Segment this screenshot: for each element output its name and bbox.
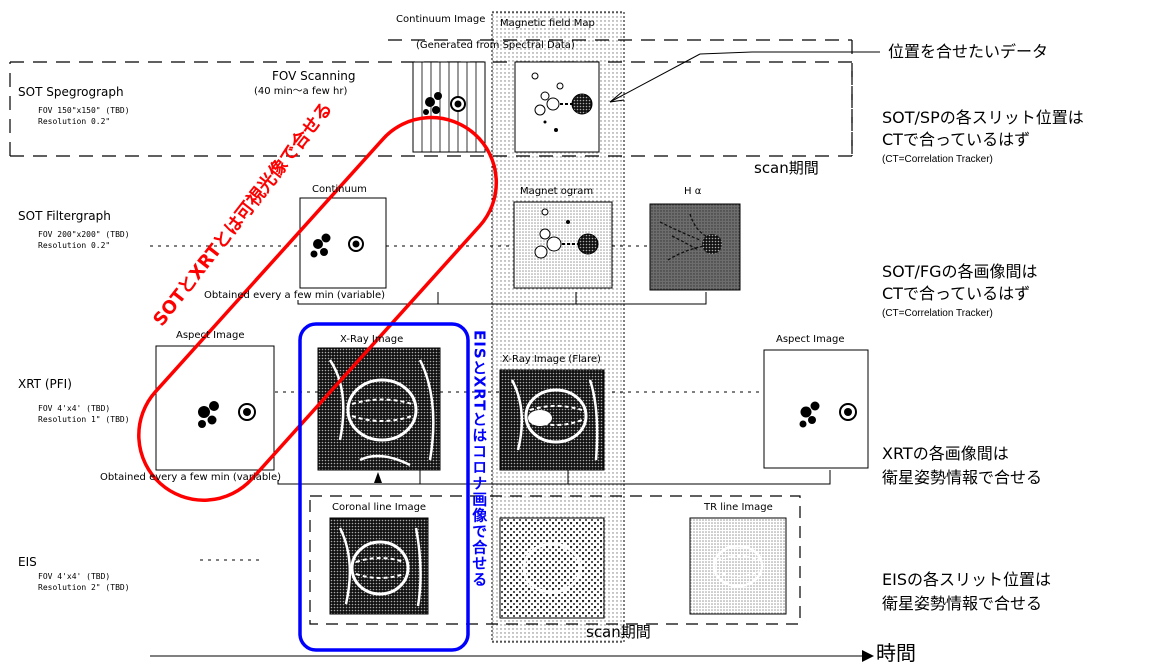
scan-period-label-2: scan期間 xyxy=(586,624,651,641)
fov-scanning-time: (40 min～a few hr) xyxy=(254,86,347,98)
eis-tr-image xyxy=(690,518,786,614)
fg-halpha-image xyxy=(650,204,740,290)
eis-note-line1: EISの各スリット位置は xyxy=(882,570,1051,591)
xrt-aspect-image-2 xyxy=(764,350,868,468)
sot-fg-note-line2: CTで合っているはず xyxy=(882,284,1030,305)
target-data-label: 位置を合せたいデータ xyxy=(888,42,1048,63)
sp-continuum-image xyxy=(413,62,485,152)
sot-sp-spec: FOV 150"x150" (TBD) Resolution 0.2" xyxy=(38,106,130,128)
blue-box-label: EISとXRTとはコロナ画像で合せる xyxy=(470,330,487,587)
fg-magnetogram-title: Magnet ogram xyxy=(520,186,593,198)
fg-obtained-note: Obtained every a few min (variable) xyxy=(204,290,385,302)
time-axis-label: 時間 xyxy=(876,642,916,665)
sp-magnetic-title: Magnetic field Map xyxy=(500,18,595,30)
xrt-aspect-title: Aspect Image xyxy=(176,330,244,342)
eis-coronal-title: Coronal line Image xyxy=(332,502,426,514)
eis-speckle-image xyxy=(500,518,604,618)
fg-halpha-title: H α xyxy=(684,186,701,198)
eis-coronal-image xyxy=(330,518,428,614)
xrt-obtained-note: Obtained every a few min (variable) xyxy=(100,472,281,484)
sp-magnetic-image xyxy=(515,62,599,152)
scan-period-label-1: scan期間 xyxy=(754,160,819,177)
fg-continuum-title: Continuum xyxy=(312,184,367,196)
eis-name: EIS xyxy=(18,556,37,570)
sot-fg-note-line1: SOT/FGの各画像間は xyxy=(882,262,1038,283)
xrt-name: XRT (PFI) xyxy=(18,378,72,392)
sot-sp-name: SOT Spegrograph xyxy=(18,86,124,100)
xrt-note-line1: XRTの各画像間は xyxy=(882,444,1009,465)
xrt-note-line2: 衛星姿勢情報で合せる xyxy=(882,468,1042,489)
xrt-spec: FOV 4'x4' (TBD) Resolution 1" (TBD) xyxy=(38,404,130,426)
xrt-xray-flare-title: X-Ray Image (Flare) xyxy=(502,354,601,366)
fg-continuum-image xyxy=(300,198,386,288)
eis-spec: FOV 4'x4' (TBD) Resolution 2" (TBD) xyxy=(38,572,130,594)
eis-note-line2: 衛星姿勢情報で合せる xyxy=(882,594,1042,615)
sp-continuum-title: Continuum Image xyxy=(396,14,485,26)
xrt-xray-flare-image xyxy=(500,370,604,470)
eis-tr-title: TR line Image xyxy=(704,502,773,514)
fg-magnetogram-image xyxy=(514,202,612,288)
xrt-xray-title: X-Ray Image xyxy=(340,334,403,346)
sot-sp-note-small: (CT=Correlation Tracker) xyxy=(882,154,993,166)
sot-fg-name: SOT Filtergraph xyxy=(18,210,111,224)
fov-scanning-label: FOV Scanning xyxy=(272,70,356,84)
sot-sp-note-line2: CTで合っているはず xyxy=(882,130,1030,151)
xrt-xray-image xyxy=(318,348,440,470)
sot-fg-note-small: (CT=Correlation Tracker) xyxy=(882,308,993,320)
sp-generated-note: (Generated from Spectral Data) xyxy=(416,40,575,52)
xrt-aspect-image-1 xyxy=(156,346,274,470)
sot-fg-spec: FOV 200"x200" (TBD) Resolution 0.2" xyxy=(38,230,130,252)
sot-sp-note-line1: SOT/SPの各スリット位置は xyxy=(882,108,1084,129)
xrt-aspect-title-2: Aspect Image xyxy=(776,334,844,346)
